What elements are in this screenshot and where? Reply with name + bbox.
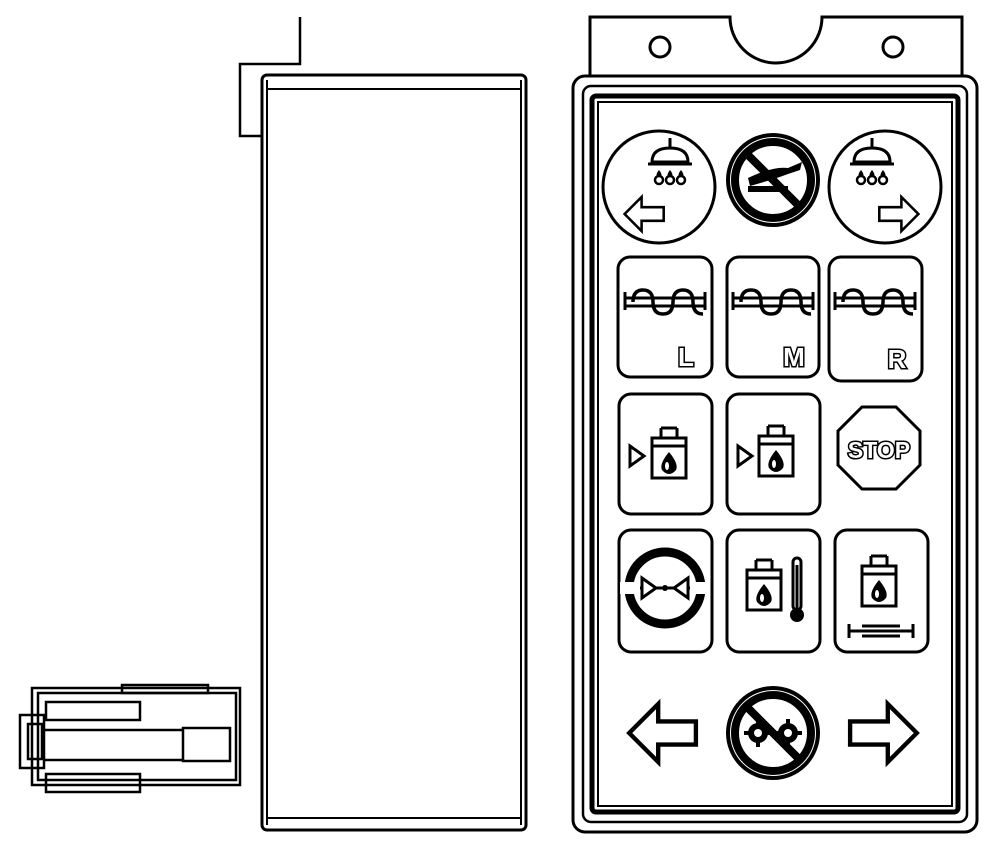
spray-right-button[interactable] (827, 129, 943, 245)
mounting-hole-left (648, 35, 672, 59)
auger-left-button[interactable]: L (616, 255, 714, 379)
stop-label: STOP (848, 437, 910, 463)
tank-thermometer-icon (745, 556, 804, 622)
tank-valve-2-button[interactable] (725, 392, 822, 516)
stop-button[interactable]: STOP (836, 405, 922, 491)
housing-side-view (238, 17, 528, 832)
pressure-button[interactable] (617, 528, 714, 654)
tank-temperature-button[interactable] (725, 528, 822, 654)
auger-middle-label: M (783, 342, 805, 372)
stop-octagon-icon (836, 405, 922, 491)
auger-right-button[interactable]: R (827, 255, 924, 383)
mounting-bracket (588, 15, 964, 75)
play-triangle-icon (736, 443, 755, 469)
tank-level-icon (847, 554, 915, 638)
connector-plug (18, 683, 242, 794)
spray-left-button[interactable] (601, 129, 717, 245)
no-gears-icon (731, 691, 815, 775)
gears-off-button[interactable] (726, 686, 820, 780)
tank-level-button[interactable] (833, 528, 930, 654)
no-spinner-icon (731, 138, 815, 222)
auger-right-label: R (888, 344, 907, 374)
auger-left-label: L (678, 342, 694, 372)
mounting-hole-right (881, 35, 905, 59)
pressure-gauge-icon (620, 547, 710, 629)
auger-middle-button[interactable]: M (725, 255, 821, 379)
spinner-off-button[interactable] (726, 133, 820, 227)
play-triangle-icon (628, 443, 647, 469)
tank-valve-1-button[interactable] (617, 392, 714, 516)
